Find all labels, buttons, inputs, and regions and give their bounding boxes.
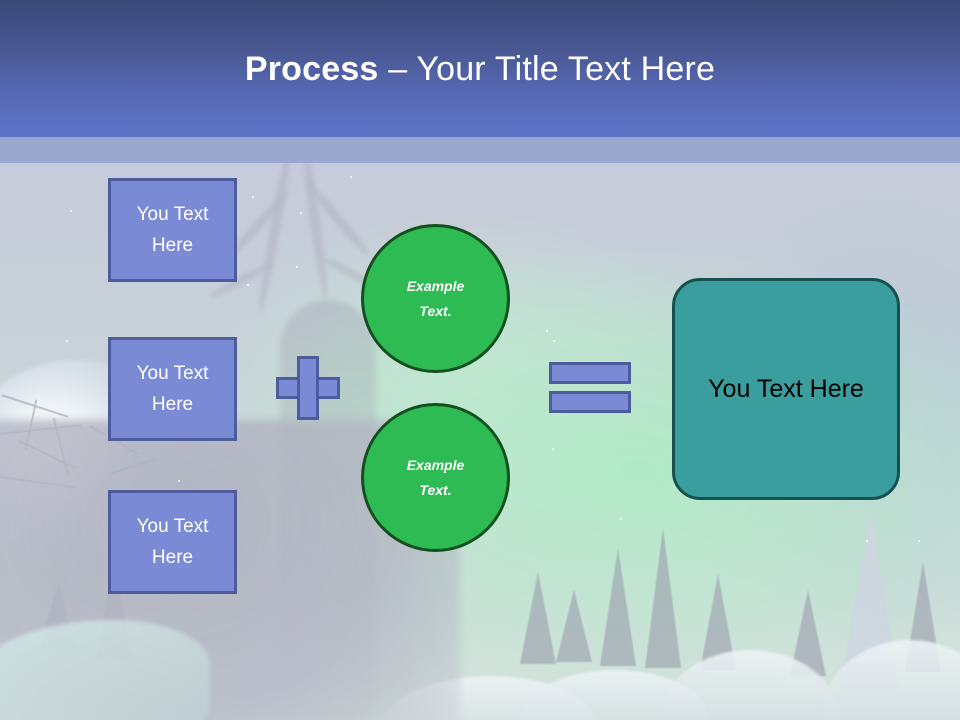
- example-circle-2[interactable]: Example Text.: [361, 403, 510, 552]
- plus-icon: [276, 356, 340, 420]
- result-box[interactable]: You Text Here: [672, 278, 900, 500]
- input-box-2[interactable]: You Text Here: [108, 337, 237, 441]
- title-accent-band: [0, 137, 960, 163]
- input-box-3[interactable]: You Text Here: [108, 490, 237, 594]
- ice-shelf: [0, 620, 210, 720]
- title-light: – Your Title Text Here: [378, 50, 716, 88]
- title-strong: Process: [244, 50, 379, 88]
- slide-title-bar: Process – Your Title Text Here: [0, 0, 960, 137]
- input-box-1[interactable]: You Text Here: [108, 178, 237, 282]
- page-title: Process – Your Title Text Here: [245, 50, 715, 89]
- equals-icon: [549, 362, 631, 413]
- example-circle-1[interactable]: Example Text.: [361, 224, 510, 373]
